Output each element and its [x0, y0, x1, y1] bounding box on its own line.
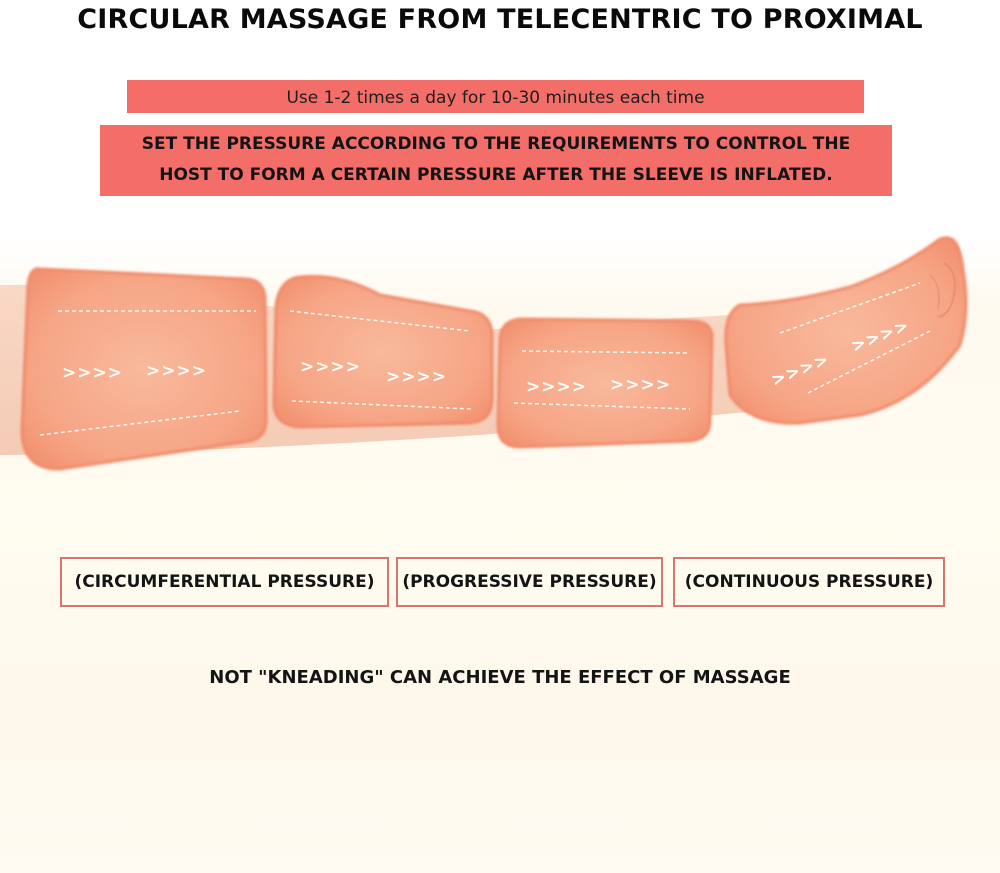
arrow-chevrons-icon: >>>>: [386, 367, 447, 387]
arrow-chevrons-icon: >>>>: [62, 363, 123, 383]
continuous-pressure-label: (CONTINUOUS PRESSURE): [673, 557, 945, 607]
usage-banner: Use 1-2 times a day for 10-30 minutes ea…: [127, 80, 864, 113]
arrow-chevrons-icon: >>>>: [300, 357, 361, 377]
circumferential-pressure-label: (CIRCUMFERENTIAL PRESSURE): [60, 557, 389, 607]
leg-illustration: >>>> >>>> >>>> >>>> >>>> >>>> >>>> >>>>: [0, 225, 1000, 485]
arrow-chevrons-icon: >>>>: [610, 375, 671, 395]
progressive-pressure-label: (PROGRESSIVE PRESSURE): [396, 557, 663, 607]
sleeve-knee: [272, 274, 494, 429]
arrow-chevrons-icon: >>>>: [526, 377, 587, 397]
pressure-banner-line-2: HOST TO FORM A CERTAIN PRESSURE AFTER TH…: [159, 165, 833, 185]
footer-note: NOT "KNEADING" CAN ACHIEVE THE EFFECT OF…: [209, 667, 791, 688]
pressure-banner: SET THE PRESSURE ACCORDING TO THE REQUIR…: [100, 125, 892, 196]
arrow-chevrons-icon: >>>>: [146, 361, 207, 381]
sleeve-calf: [496, 317, 714, 449]
sleeve-thigh: [20, 267, 268, 471]
sleeve-foot: [724, 236, 968, 425]
pressure-banner-line-1: SET THE PRESSURE ACCORDING TO THE REQUIR…: [141, 134, 851, 154]
page-title: CIRCULAR MASSAGE FROM TELECENTRIC TO PRO…: [77, 4, 923, 35]
